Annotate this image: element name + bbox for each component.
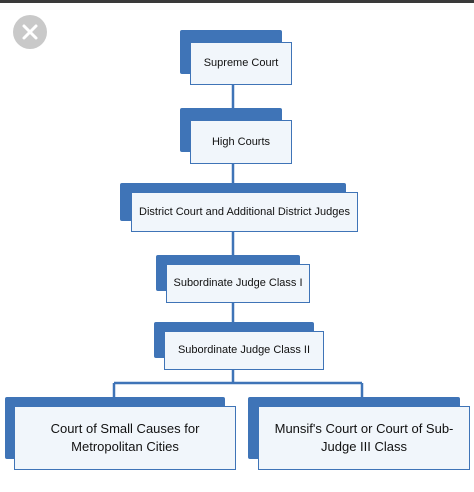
node-box: Court of Small Causes for Metropolitan C… (14, 406, 236, 470)
node-box: District Court and Additional District J… (131, 192, 358, 232)
node-label: Court of Small Causes for Metropolitan C… (50, 421, 200, 454)
node-subordinate-judge-class-1: Subordinate Judge Class I (156, 255, 310, 303)
close-icon (22, 24, 38, 40)
node-label: Munsif's Court or Court of Sub-Judge III… (274, 421, 454, 454)
node-supreme-court: Supreme Court (180, 30, 292, 85)
node-label: Supreme Court (203, 57, 279, 70)
close-button[interactable] (13, 15, 47, 49)
node-court-of-small-causes: Court of Small Causes for Metropolitan C… (5, 397, 236, 472)
node-box: Subordinate Judge Class I (166, 264, 310, 303)
top-status-bar (0, 0, 474, 3)
node-box: Supreme Court (190, 42, 292, 85)
node-box: Subordinate Judge Class II (164, 331, 324, 370)
node-box: High Courts (190, 120, 292, 164)
node-label: Subordinate Judge Class I (173, 277, 303, 290)
node-label: Subordinate Judge Class II (177, 344, 311, 357)
node-label: District Court and Additional District J… (139, 205, 350, 218)
node-box: Munsif's Court or Court of Sub-Judge III… (258, 406, 470, 470)
node-label: High Courts (211, 135, 271, 148)
node-district-court: District Court and Additional District J… (120, 183, 358, 232)
node-high-courts: High Courts (180, 108, 292, 164)
node-munsifs-court: Munsif's Court or Court of Sub-Judge III… (248, 397, 470, 472)
node-subordinate-judge-class-2: Subordinate Judge Class II (154, 322, 324, 370)
